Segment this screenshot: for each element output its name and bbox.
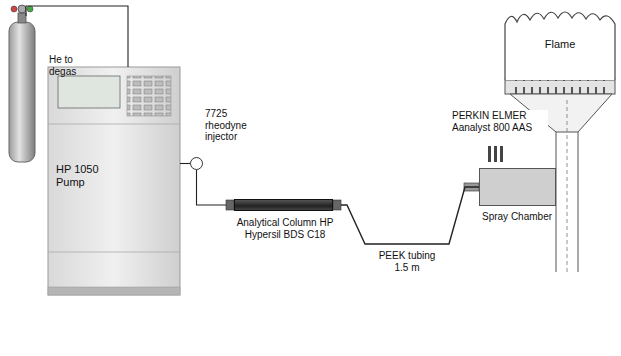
tubing-line: [197, 170, 227, 205]
tubing-line: [180, 163, 190, 164]
node-label: Analytical Column HP Hypersil BDS C18: [223, 217, 347, 240]
tubing-line: [26, 6, 128, 67]
injector-valve: 7725 rheodyne injector: [190, 157, 203, 170]
flame: Flame: [505, 4, 615, 80]
peek-tubing: [341, 187, 479, 244]
node-label: Flame: [505, 38, 615, 51]
gas-cylinder: [9, 5, 35, 162]
pump-box: HP 1050 Pump: [48, 67, 180, 295]
node-label: Spray Chamber: [482, 211, 556, 223]
node-label: HP 1050 Pump: [56, 163, 118, 188]
column-fittings: [226, 200, 341, 210]
tubing-label: PEEK tubing 1.5 m: [375, 250, 439, 273]
instrument-icon: [488, 146, 503, 162]
gas-cylinder: He to degas: [9, 14, 35, 162]
node-label: 7725 rheodyne injector: [205, 108, 261, 143]
flame-path: [505, 12, 615, 80]
pump-unit: [48, 67, 180, 295]
instrument-label: PERKIN ELMER Aanalyst 800 AAS: [452, 110, 548, 133]
spray-chamber: Spray Chamber: [479, 168, 556, 206]
analytical-column: Analytical Column HP Hypersil BDS C18: [234, 199, 333, 211]
node-label: He to degas: [49, 54, 89, 77]
